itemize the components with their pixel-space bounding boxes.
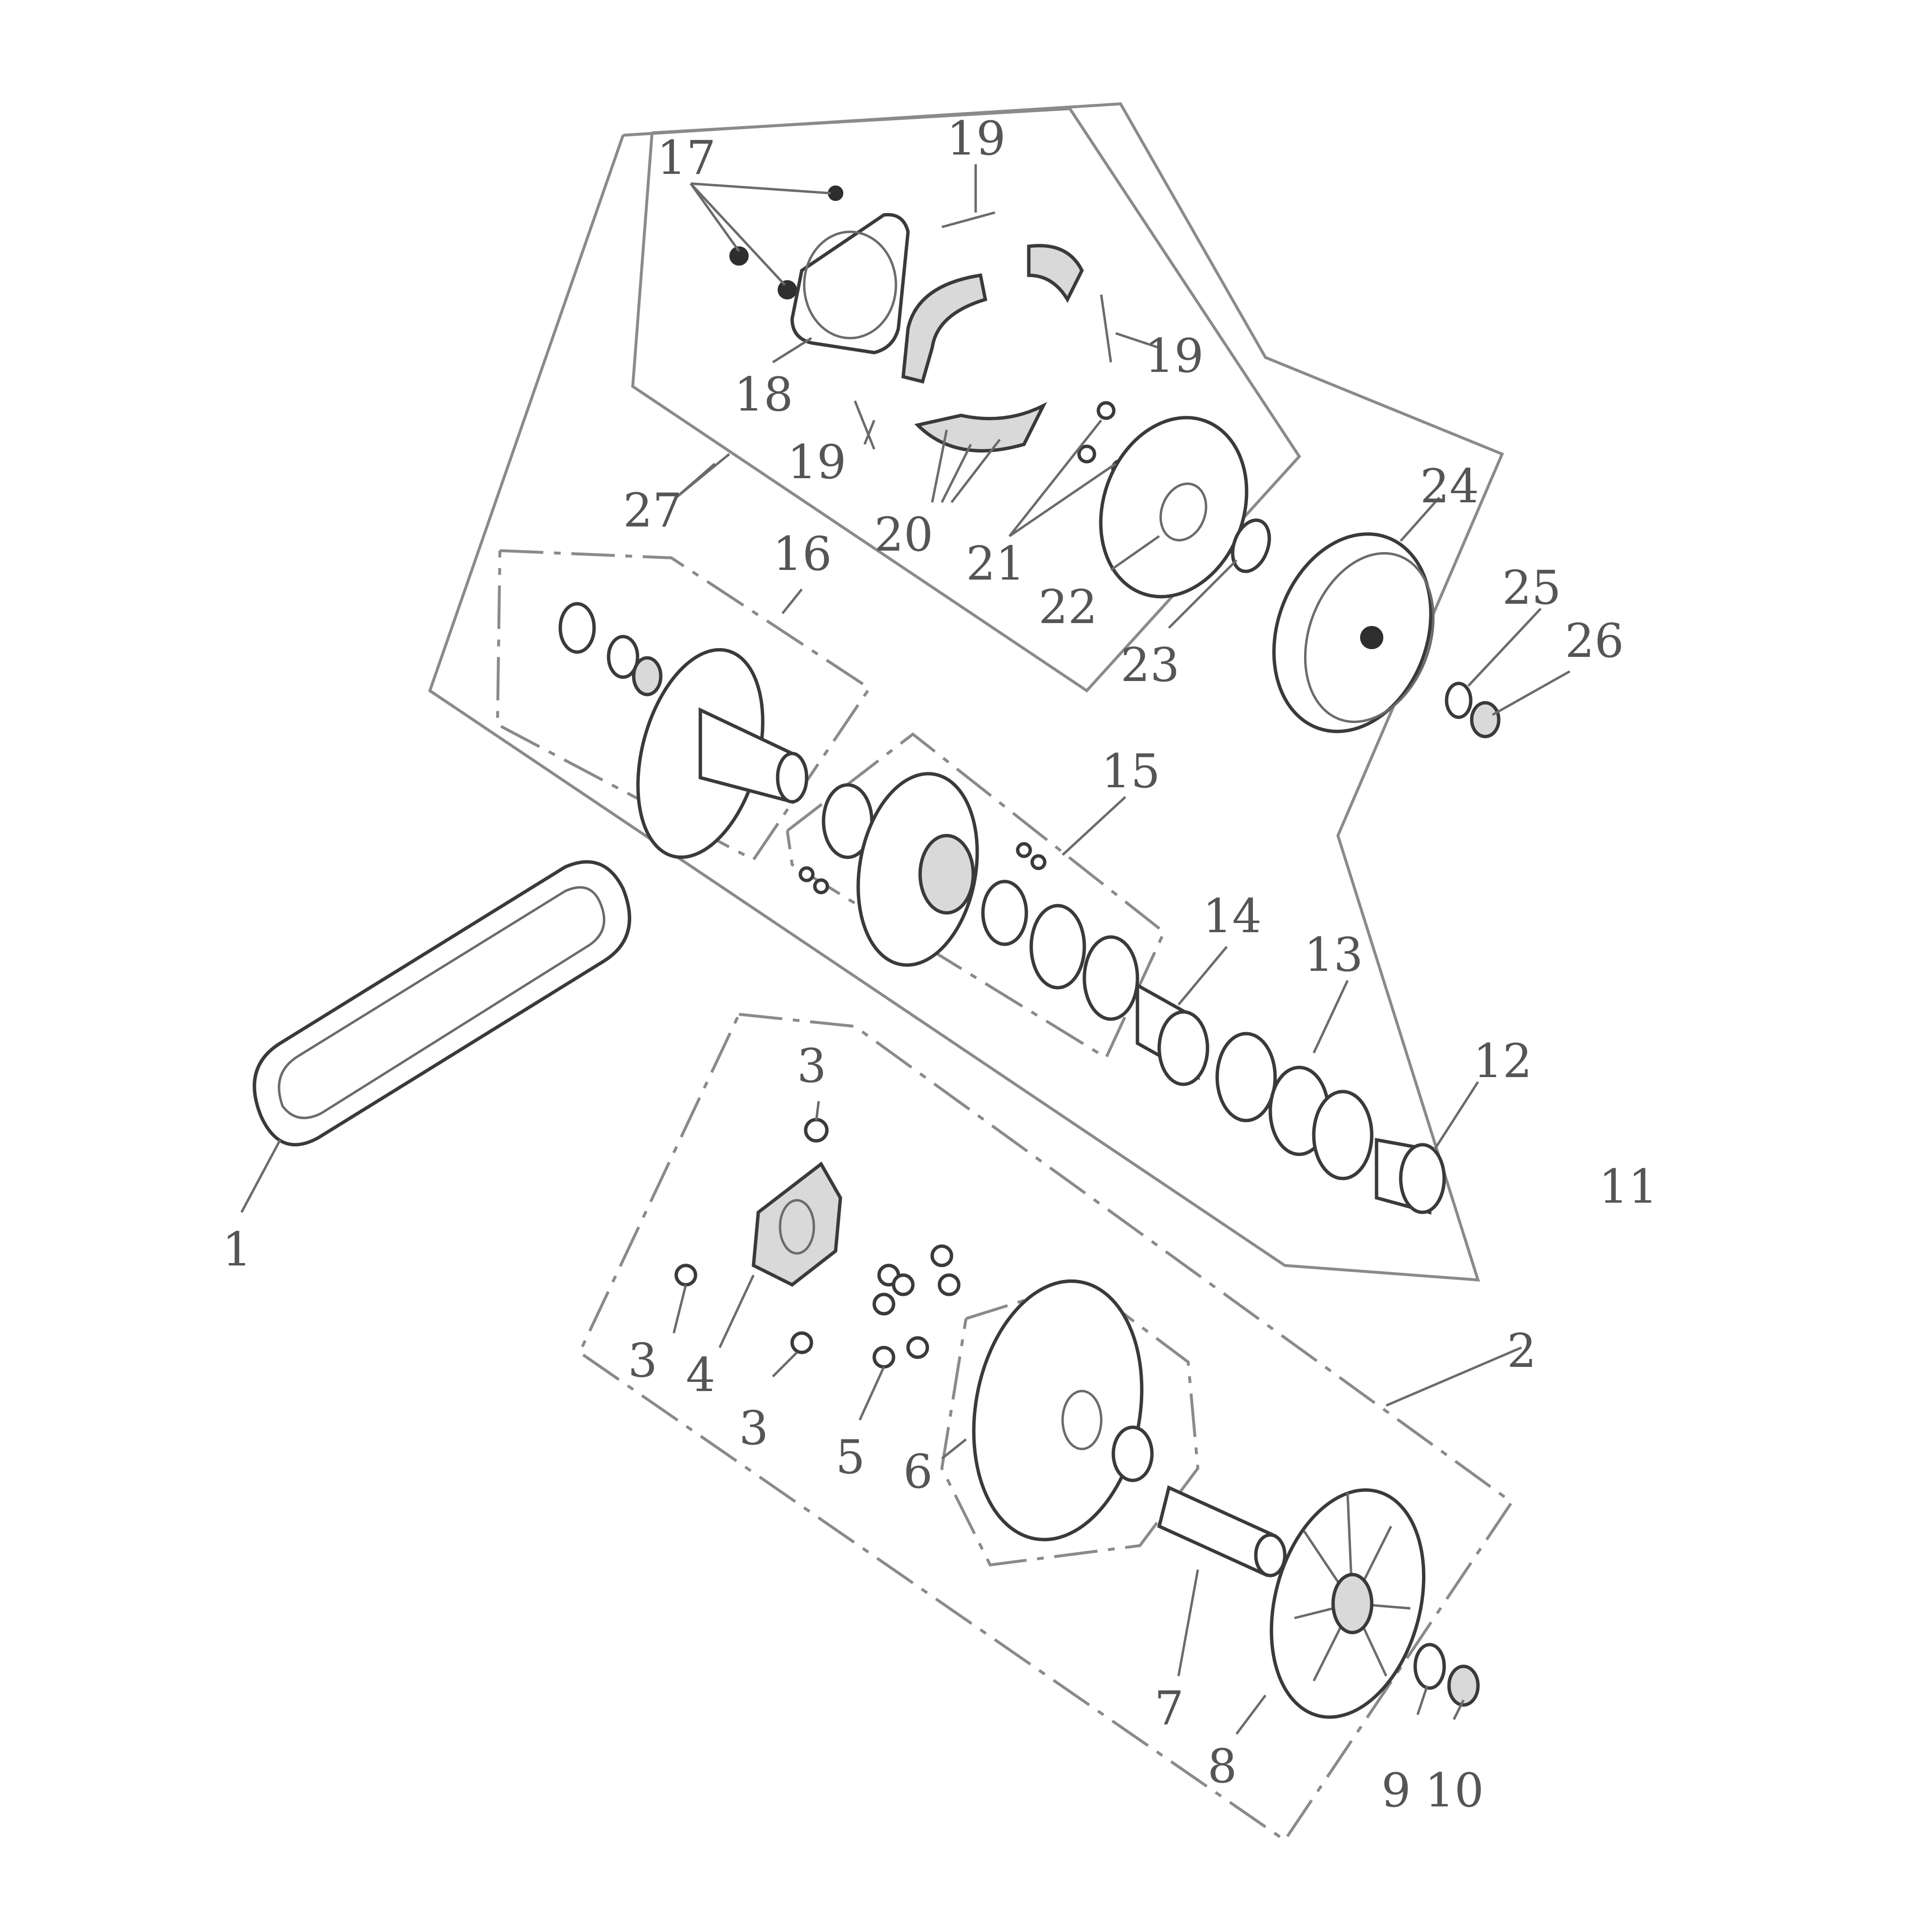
label-6: 6 <box>903 1445 933 1499</box>
label-10: 10 <box>1425 1763 1484 1818</box>
label-5: 5 <box>836 1430 865 1484</box>
label-23: 23 <box>1121 638 1179 692</box>
plate-18 <box>790 213 910 355</box>
ramp-plate-4 <box>752 1161 842 1287</box>
label-21: 21 <box>966 537 1025 591</box>
label-12: 12 <box>1473 1034 1532 1088</box>
nut-26 <box>1470 701 1501 739</box>
group-outline-27 <box>631 107 1301 693</box>
label-14: 14 <box>1203 889 1262 943</box>
clutch-bell-24 <box>1272 532 1435 733</box>
group-outline-2 <box>578 1013 1514 1843</box>
cap-3c <box>790 1331 813 1354</box>
label-9: 9 <box>1381 1763 1411 1818</box>
cap-3b <box>674 1264 697 1287</box>
ring-23 <box>1231 518 1271 573</box>
collar-12 <box>1375 1137 1446 1215</box>
clutch-shoes-20 <box>901 244 1084 453</box>
label-27: 27 <box>623 483 682 538</box>
label-7: 7 <box>1154 1681 1184 1735</box>
label-3a: 3 <box>797 1039 826 1093</box>
nut-10 <box>1447 1664 1480 1707</box>
label-17: 17 <box>657 131 716 185</box>
group-outline-16 <box>496 549 872 862</box>
label-20: 20 <box>874 508 933 562</box>
fixed-sheave-16 <box>558 602 809 859</box>
label-13: 13 <box>1304 928 1363 982</box>
screws-17 <box>729 185 843 299</box>
label-15: 15 <box>1101 744 1160 798</box>
movable-sheave-15 <box>798 772 1139 1021</box>
bushing-7 <box>1157 1485 1287 1577</box>
label-3c: 3 <box>739 1401 768 1455</box>
variator-6 <box>972 1279 1154 1542</box>
label-1: 1 <box>222 1222 252 1277</box>
label-2: 2 <box>1507 1324 1536 1378</box>
leader-lines <box>240 164 1571 1735</box>
label-16: 16 <box>773 527 832 581</box>
sleeve-14 <box>1136 982 1209 1086</box>
clutch-plate-22 <box>1099 416 1249 598</box>
label-18: 18 <box>734 368 793 422</box>
group-outline-11 <box>428 102 1504 1282</box>
label-19b: 19 <box>1145 329 1204 383</box>
spring-13 <box>1215 1032 1374 1180</box>
group-outline-15 <box>786 732 1166 1060</box>
drive-belt <box>253 860 631 1147</box>
label-8: 8 <box>1208 1739 1237 1793</box>
rollers-5 <box>872 1244 961 1369</box>
label-22: 22 <box>1038 580 1097 634</box>
washer-9 <box>1413 1643 1446 1690</box>
cap-3a <box>804 1118 829 1143</box>
washer-25 <box>1445 682 1473 719</box>
springs-19 <box>853 211 1112 450</box>
fan-8 <box>1269 1488 1426 1719</box>
part-labels: 1 2 3 3 3 4 5 6 7 8 9 10 11 12 13 14 15 … <box>222 112 1658 1818</box>
label-19c: 19 <box>787 435 846 489</box>
label-24: 24 <box>1420 459 1479 513</box>
label-3b: 3 <box>628 1334 657 1388</box>
label-25: 25 <box>1502 561 1561 615</box>
label-11: 11 <box>1599 1160 1658 1214</box>
label-19a: 19 <box>947 112 1006 166</box>
label-4: 4 <box>686 1348 715 1402</box>
label-26: 26 <box>1565 614 1624 668</box>
